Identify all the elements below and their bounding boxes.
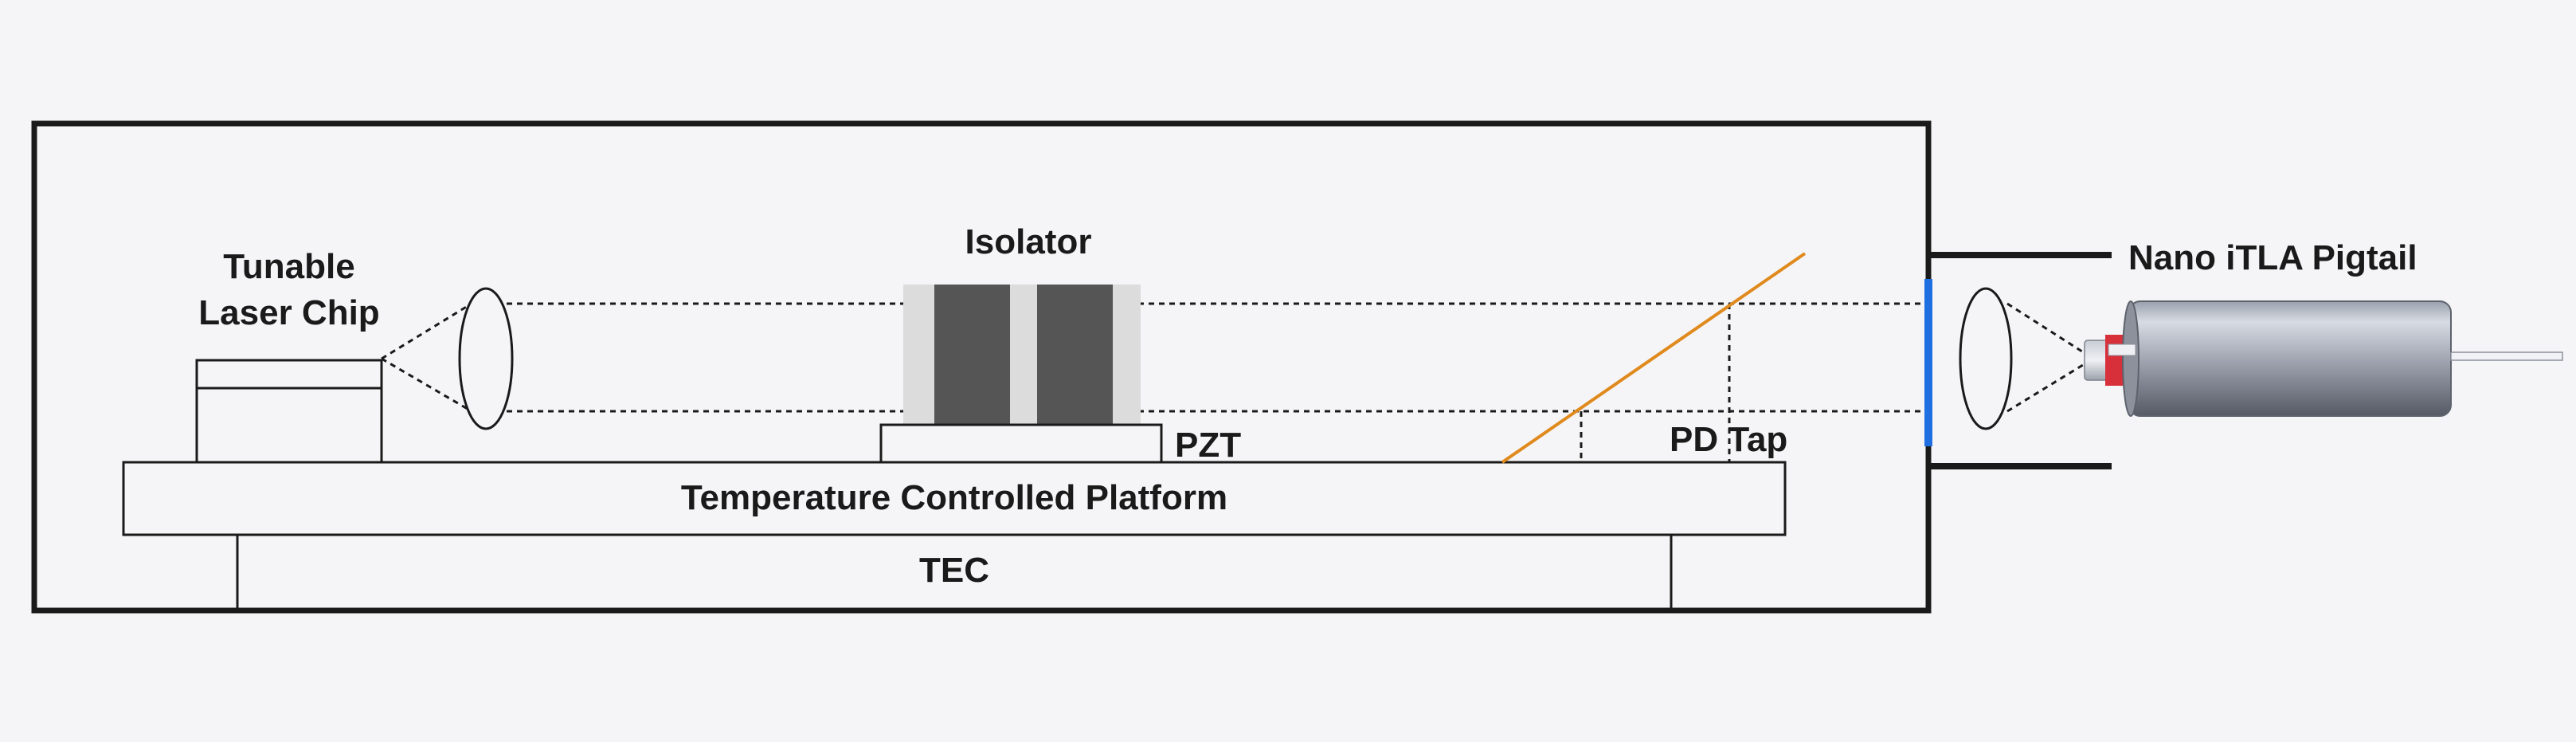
laser-chip-label-line1: Tunable xyxy=(223,247,354,286)
isolator-element-left xyxy=(934,285,1010,425)
coupling-lens xyxy=(1959,287,2013,430)
laser-chip-body xyxy=(195,359,383,464)
tec-label: TEC xyxy=(919,551,989,590)
pd-tap-label: PD Tap xyxy=(1670,420,1787,459)
pd-tap-mirror xyxy=(1501,252,1807,464)
platform-label: Temperature Controlled Platform xyxy=(681,478,1227,517)
isolator-element-right xyxy=(1037,285,1113,425)
isolator-label: Isolator xyxy=(965,222,1092,261)
pigtail-label: Nano iTLA Pigtail xyxy=(2128,238,2417,277)
optical-beam xyxy=(381,302,2094,462)
pzt-label: PZT xyxy=(1175,426,1241,465)
pzt-block xyxy=(879,423,1163,464)
temperature-platform xyxy=(122,461,1787,536)
fiber-collimator-cylinder-icon xyxy=(2084,300,2563,417)
collimating-lens xyxy=(458,287,514,430)
laser-chip-label-line2: Laser Chip xyxy=(198,293,379,332)
